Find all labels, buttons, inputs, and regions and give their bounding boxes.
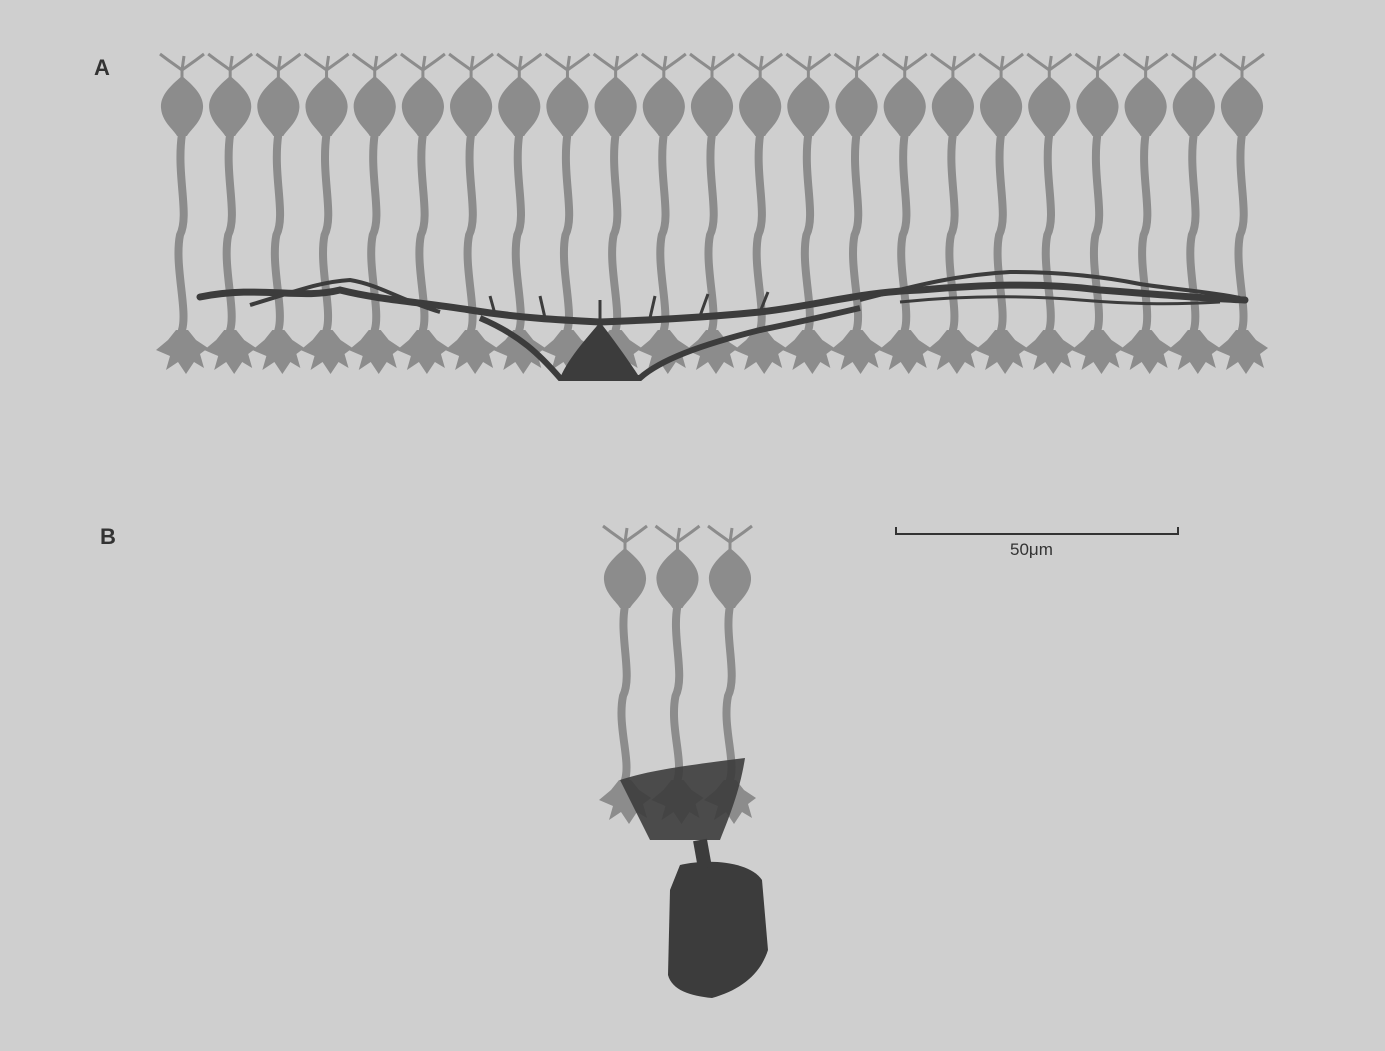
cone-cell xyxy=(1168,54,1220,374)
panel-label-a: A xyxy=(94,55,110,81)
cone-cell xyxy=(349,54,401,374)
cone-cell xyxy=(541,54,593,374)
cone-cell xyxy=(1071,54,1123,374)
cone-cell xyxy=(397,54,449,374)
scale-bar xyxy=(896,527,1178,535)
cone-cell xyxy=(975,54,1027,374)
panel-a-cone-cells xyxy=(156,54,1268,374)
cone-cell xyxy=(831,54,883,374)
scale-bar-label: 50μm xyxy=(1010,540,1053,560)
cone-cell xyxy=(445,54,497,374)
cone-cell xyxy=(1120,54,1172,374)
cone-cell xyxy=(301,54,353,374)
cone-cell xyxy=(252,54,304,374)
cone-cell xyxy=(879,54,931,374)
cone-cell xyxy=(1216,54,1268,374)
cone-cell xyxy=(204,54,256,374)
cone-cell xyxy=(686,54,738,374)
cone-cell xyxy=(927,54,979,374)
cone-cell xyxy=(638,54,690,374)
cone-cell xyxy=(156,54,208,374)
panel-label-b: B xyxy=(100,524,116,550)
cone-cell xyxy=(1023,54,1075,374)
